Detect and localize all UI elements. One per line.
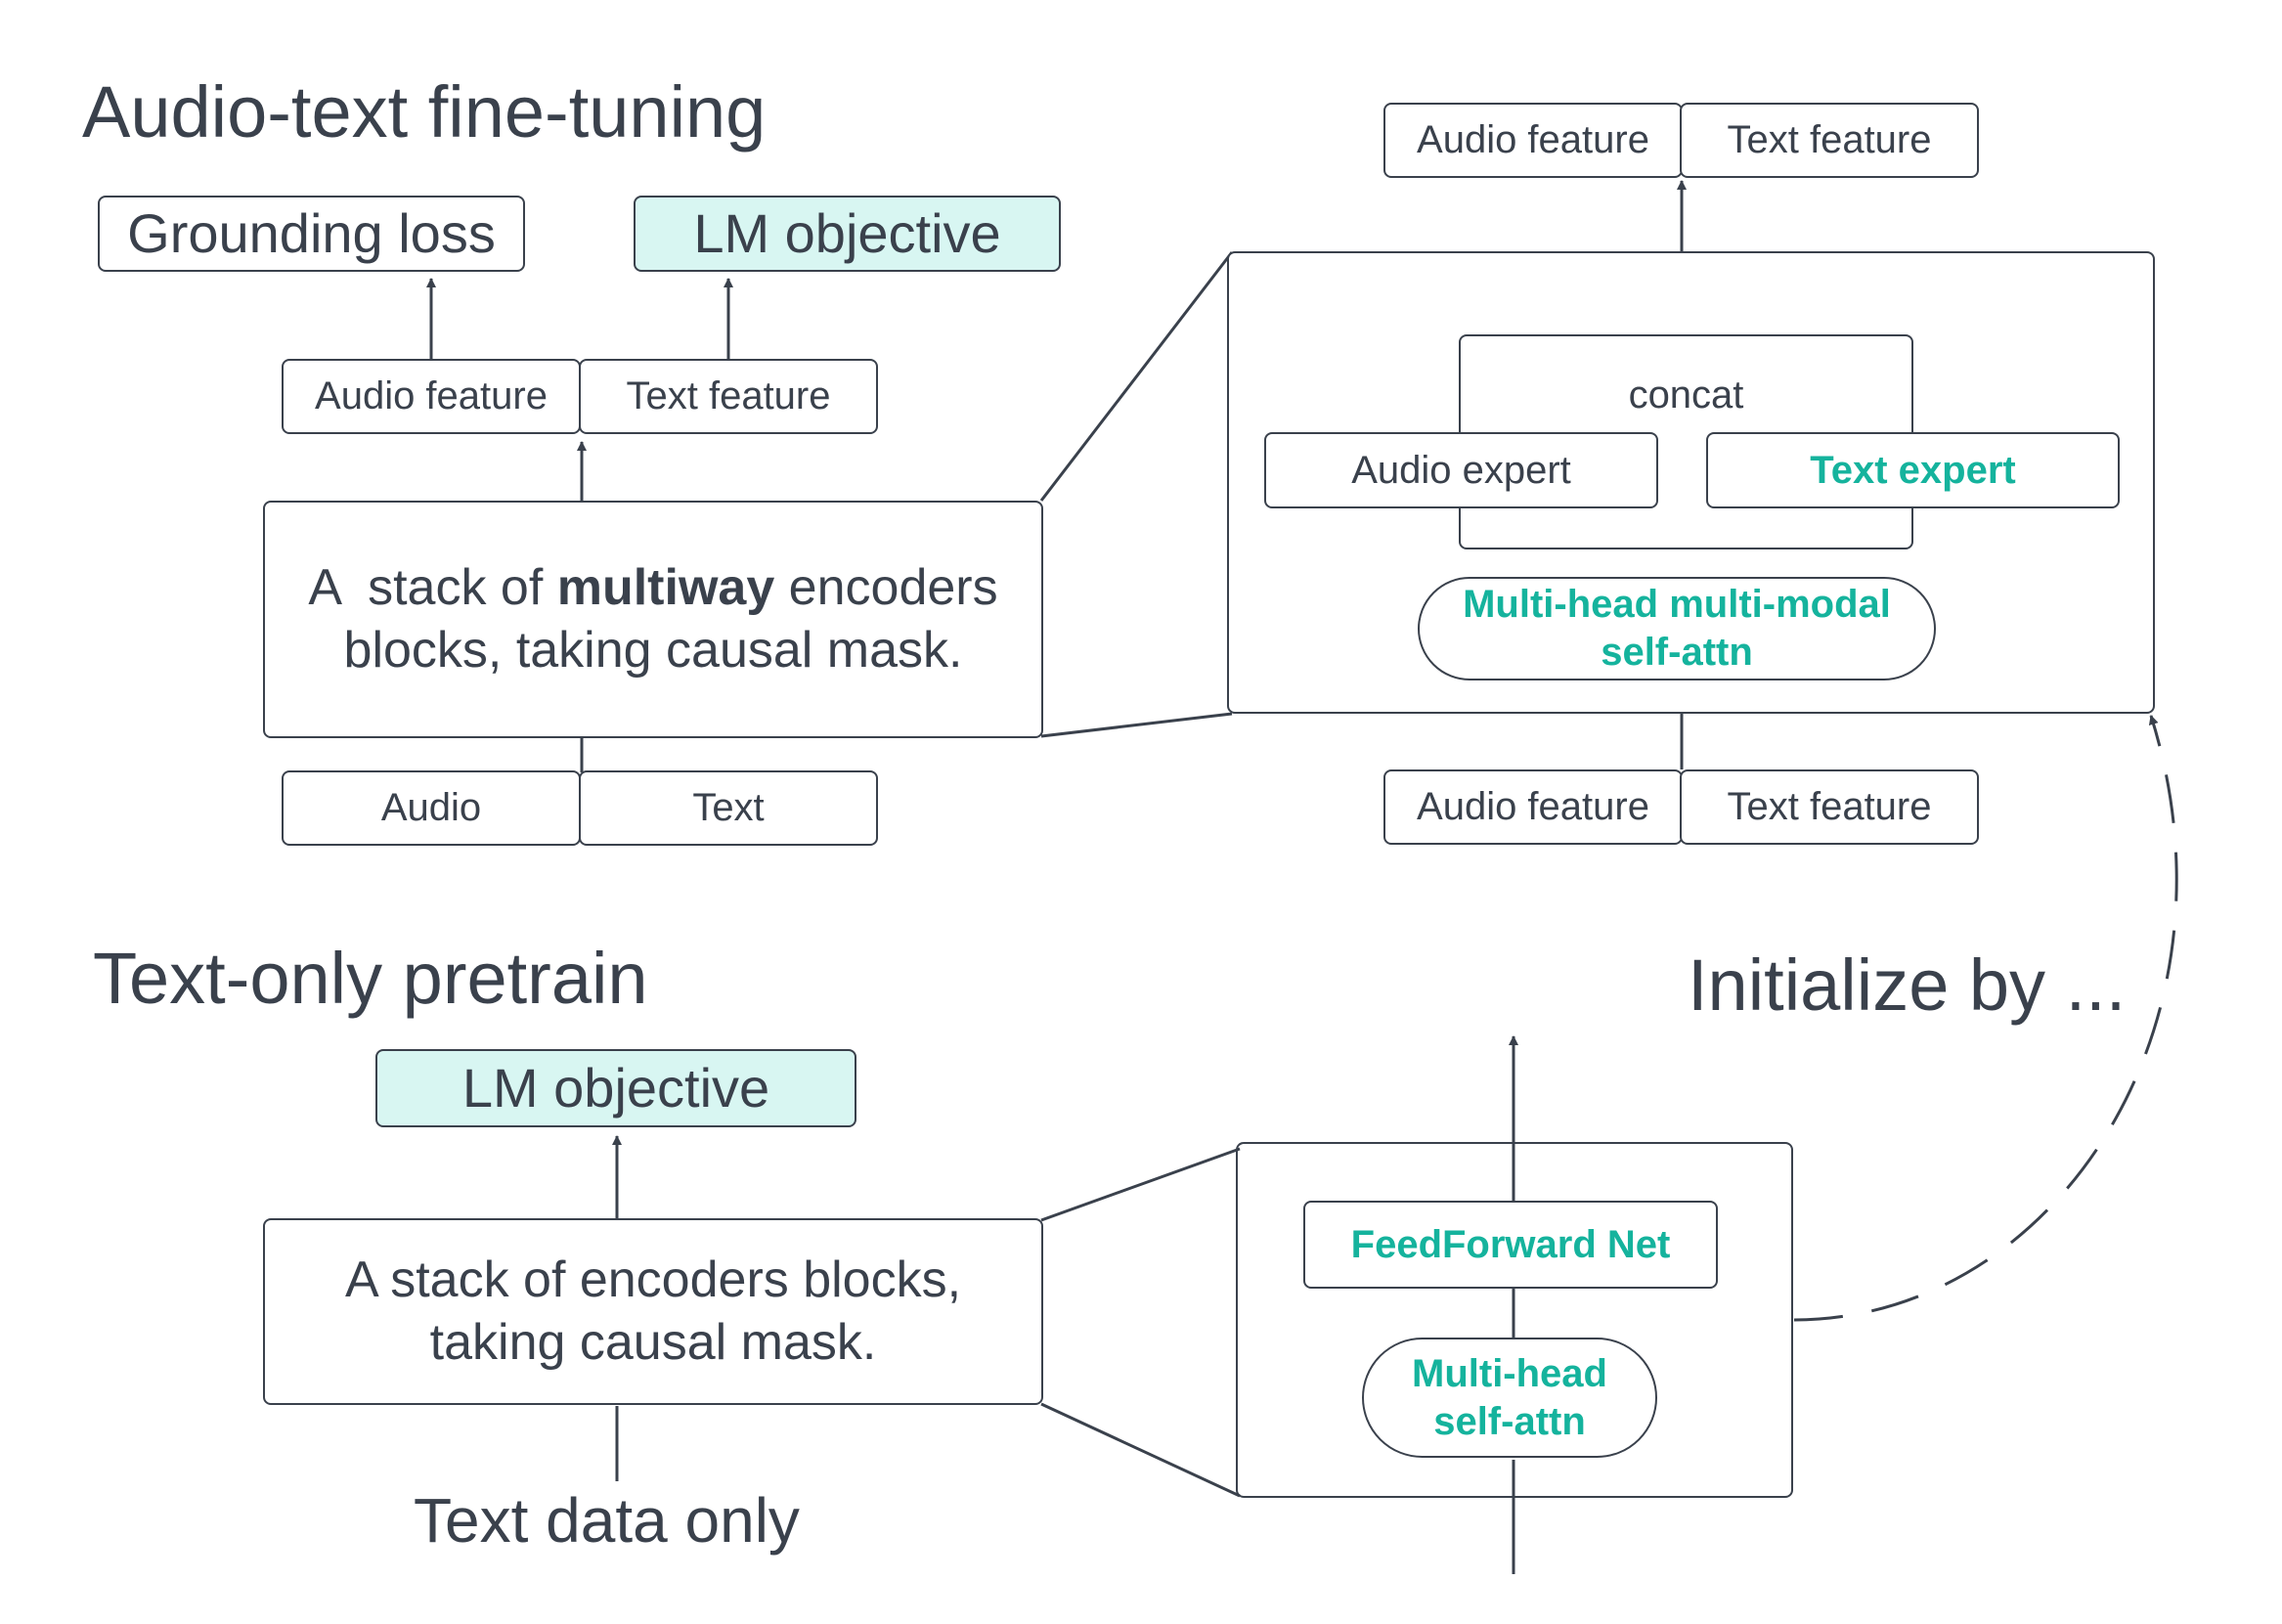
input-audio-box: Audio — [282, 770, 581, 846]
pretrain-title: Text-only pretrain — [93, 938, 648, 1019]
detail-top-text-feature: Text feature — [1680, 103, 1979, 178]
text-feature-box: Text feature — [579, 359, 878, 434]
feedforward-net-box: FeedForward Net — [1303, 1201, 1718, 1289]
multiway-stack-text: A stack of multiway encoders blocks, tak… — [308, 559, 998, 679]
grounding-loss-box: Grounding loss — [98, 196, 525, 272]
zoom-line-top — [1039, 251, 1234, 502]
multimodal-attn-oval: Multi-head multi-modal self-attn — [1418, 577, 1936, 680]
zoom-line-pretrain-bottom — [1040, 1402, 1241, 1498]
initialize-label: Initialize by ... — [1688, 944, 2127, 1026]
initialize-dashed-arrow — [1793, 715, 2178, 1322]
zoom-line-pretrain-top — [1040, 1147, 1241, 1222]
pretrain-lm-objective-box: LM objective — [375, 1049, 856, 1127]
encoder-detail-panel — [1236, 1142, 1793, 1498]
audio-feature-box: Audio feature — [282, 359, 581, 434]
finetune-title: Audio-text fine-tuning — [82, 71, 767, 153]
text-data-only-label: Text data only — [414, 1485, 800, 1556]
text-expert-box: Text expert — [1706, 432, 2120, 508]
lm-objective-box: LM objective — [634, 196, 1061, 272]
pretrain-stack-box: A stack of encoders blocks, taking causa… — [263, 1218, 1043, 1405]
detail-top-audio-feature: Audio feature — [1383, 103, 1683, 178]
self-attn-oval: Multi-head self-attn — [1362, 1338, 1657, 1458]
multiway-stack-box: A stack of multiway encoders blocks, tak… — [263, 501, 1043, 738]
input-text-box: Text — [579, 770, 878, 846]
zoom-line-bottom — [1040, 712, 1233, 738]
audio-expert-box: Audio expert — [1264, 432, 1658, 508]
detail-bottom-audio-feature: Audio feature — [1383, 769, 1683, 845]
detail-bottom-text-feature: Text feature — [1680, 769, 1979, 845]
